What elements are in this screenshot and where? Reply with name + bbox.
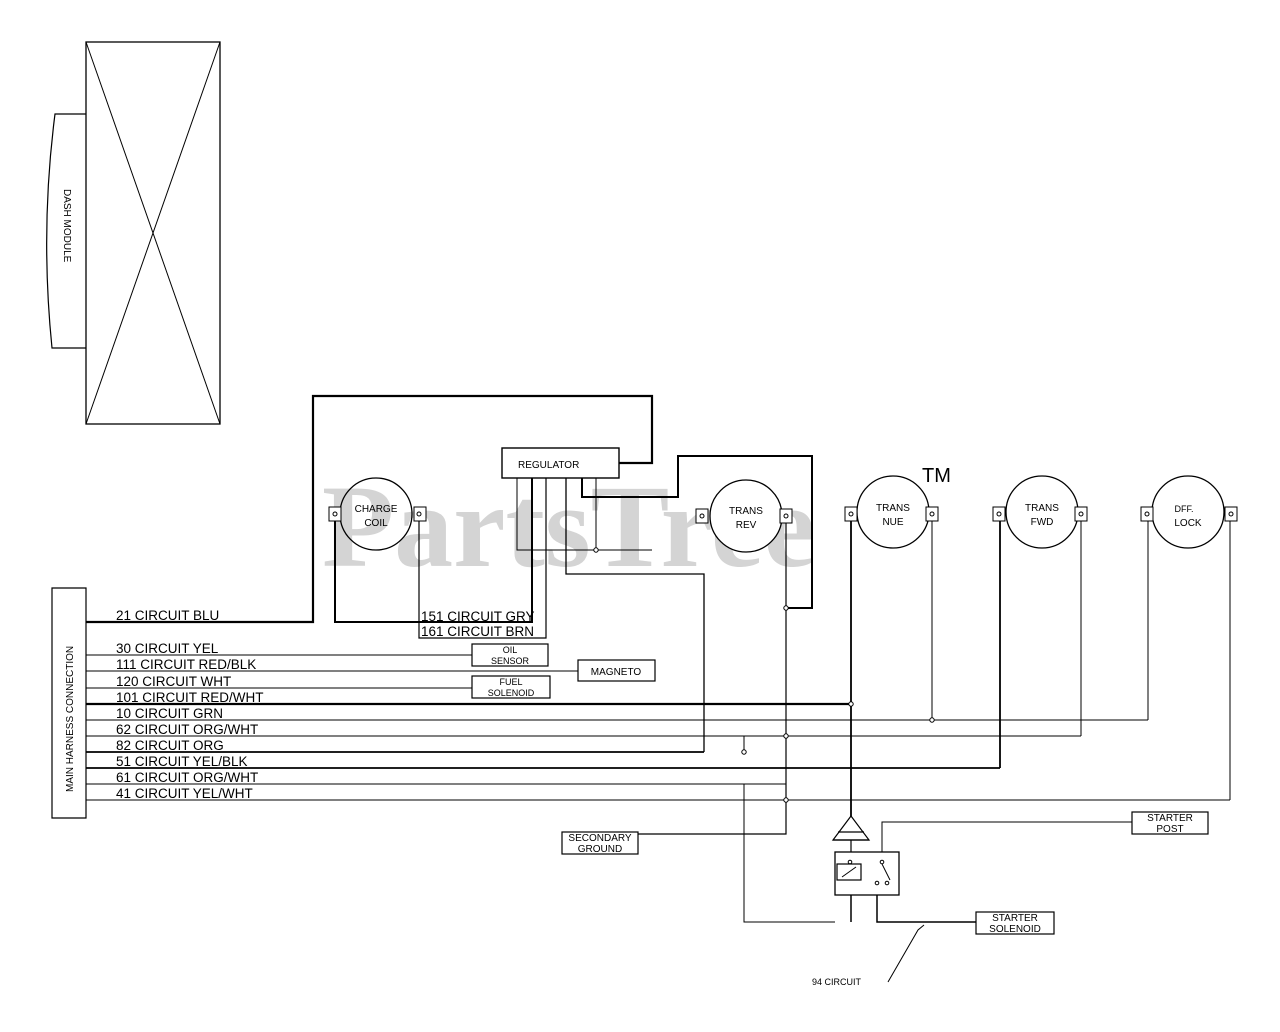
charge-coil: CHARGE COIL: [328, 477, 427, 551]
trans-fwd-label-2: FWD: [1031, 517, 1054, 528]
secondary-ground-label-2: GROUND: [578, 844, 622, 855]
magneto-label: MAGNETO: [591, 667, 642, 678]
charge-coil-label-1: CHARGE: [355, 504, 398, 515]
trans-nue-switch: TRANS NUE: [844, 475, 939, 549]
circuit-labels: 21 CIRCUIT BLU 30 CIRCUIT YEL 111 CIRCUI…: [116, 608, 264, 801]
diff-lock-label-2: LOCK: [1174, 518, 1202, 529]
starter-relay: [834, 851, 900, 896]
starter-post-label-2: POST: [1156, 824, 1183, 835]
trans-rev-label-1: TRANS: [729, 506, 763, 517]
circuit-label: 111 CIRCUIT RED/BLK: [116, 657, 256, 672]
secondary-ground: SECONDARY GROUND: [561, 831, 639, 855]
junction-dots: [593, 547, 935, 803]
circuit-label: 120 CIRCUIT WHT: [116, 674, 231, 689]
trans-nue-label-2: NUE: [882, 517, 903, 528]
trans-fwd-switch: TRANS FWD: [992, 475, 1088, 549]
starter-solenoid: STARTER SOLENOID: [975, 911, 1055, 935]
trans-nue-label-1: TRANS: [876, 503, 910, 514]
regulator: REGULATOR: [501, 447, 620, 479]
main-harness-label: MAIN HARNESS CONNECTION: [65, 646, 76, 792]
oil-sensor-label-1: OIL: [503, 645, 518, 655]
secondary-ground-label-1: SECONDARY: [568, 833, 631, 844]
harness-circuit-lines: [86, 394, 1230, 801]
component-wiring: [334, 455, 1231, 983]
oil-sensor-label-2: SENSOR: [491, 656, 530, 666]
dash-module-label: DASH MODULE: [61, 189, 72, 263]
fuel-solenoid: FUEL SOLENOID: [471, 675, 551, 699]
dash-module: [46, 41, 221, 425]
fuel-solenoid-label-1: FUEL: [499, 677, 522, 687]
starter-post: STARTER POST: [1131, 811, 1209, 835]
trans-fwd-label-1: TRANS: [1025, 503, 1059, 514]
circuit-label: 82 CIRCUIT ORG: [116, 738, 224, 753]
circuit-94-label: 94 CIRCUIT: [812, 977, 862, 987]
starter-post-label-1: STARTER: [1147, 813, 1193, 824]
circuit-151-label: 151 CIRCUIT GRY: [421, 609, 535, 624]
diff-lock-label-1: DFF.: [1175, 504, 1194, 514]
diode-symbol: [831, 815, 871, 860]
diff-lock-switch: DFF. LOCK: [1140, 475, 1238, 549]
watermark-tm: TM: [922, 465, 951, 487]
circuit-label: 10 CIRCUIT GRN: [116, 706, 223, 721]
regulator-label: REGULATOR: [518, 460, 579, 471]
circuit-label: 62 CIRCUIT ORG/WHT: [116, 722, 258, 737]
circuit-161-label: 161 CIRCUIT BRN: [421, 624, 534, 639]
magneto: MAGNETO: [577, 659, 656, 682]
circuit-label: 21 CIRCUIT BLU: [116, 608, 219, 623]
circuit-label: 41 CIRCUIT YEL/WHT: [116, 786, 253, 801]
fuel-solenoid-label-2: SOLENOID: [488, 688, 535, 698]
circuit-label: 101 CIRCUIT RED/WHT: [116, 690, 264, 705]
trans-rev-switch: TRANS REV: [695, 479, 793, 553]
oil-sensor: OIL SENSOR: [471, 643, 549, 667]
main-harness-connector: [51, 587, 87, 819]
circuit-label: 30 CIRCUIT YEL: [116, 641, 219, 656]
trans-rev-label-2: REV: [736, 520, 757, 531]
watermark: PartsTree TM: [322, 461, 951, 592]
starter-solenoid-label-2: SOLENOID: [989, 924, 1041, 935]
circuit-label: 51 CIRCUIT YEL/BLK: [116, 754, 248, 769]
starter-solenoid-label-1: STARTER: [992, 913, 1038, 924]
charge-coil-label-2: COIL: [364, 518, 388, 529]
circuit-label: 61 CIRCUIT ORG/WHT: [116, 770, 258, 785]
